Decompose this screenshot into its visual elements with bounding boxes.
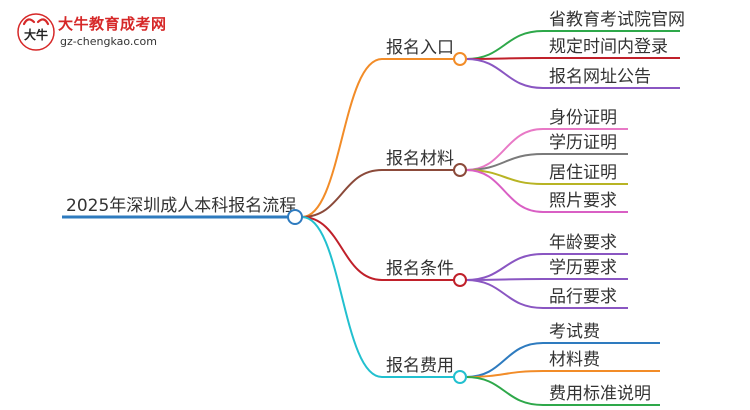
leaf-label-1-3: 报名网址公告 bbox=[549, 67, 651, 87]
branch-node-1[interactable] bbox=[453, 52, 467, 66]
leaf-link-4-3 bbox=[465, 376, 544, 406]
leaf-label-3-3: 品行要求 bbox=[549, 287, 617, 307]
branch-link-4 bbox=[301, 216, 383, 378]
leaf-label-3-1: 年龄要求 bbox=[549, 233, 617, 253]
leaf-label-1-2: 规定时间内登录 bbox=[549, 37, 668, 57]
leaf-label-1-1: 省教育考试院官网 bbox=[549, 10, 685, 30]
leaf-label-2-4: 照片要求 bbox=[549, 191, 617, 211]
branch-link-1 bbox=[301, 58, 383, 218]
svg-text:大牛: 大牛 bbox=[24, 27, 48, 42]
leaf-link-2-4 bbox=[465, 169, 544, 213]
leaf-link-3-3 bbox=[465, 279, 544, 309]
leaf-link-1-3 bbox=[465, 58, 544, 89]
leaf-label-4-3: 费用标准说明 bbox=[549, 384, 651, 404]
leaf-link-3-2 bbox=[465, 278, 544, 281]
leaf-link-4-2 bbox=[465, 370, 544, 378]
branch-label-4: 报名费用 bbox=[386, 356, 454, 376]
leaf-link-1-2 bbox=[465, 57, 544, 60]
branch-link-2 bbox=[301, 169, 383, 218]
logo-title: 大牛教育成考网 bbox=[58, 15, 167, 33]
leaf-label-2-3: 居住证明 bbox=[549, 163, 617, 183]
leaf-label-4-2: 材料费 bbox=[549, 350, 600, 370]
leaf-link-3-1 bbox=[465, 253, 544, 281]
branch-label-3: 报名条件 bbox=[386, 259, 454, 279]
branch-node-4[interactable] bbox=[453, 370, 467, 384]
leaf-link-2-1 bbox=[465, 128, 544, 171]
root-label: 2025年深圳成人本科报名流程 bbox=[66, 196, 296, 216]
mindmap-links bbox=[62, 30, 680, 406]
leaf-label-2-2: 学历证明 bbox=[549, 133, 617, 153]
branch-node-3[interactable] bbox=[453, 273, 467, 287]
leaf-link-1-1 bbox=[465, 30, 544, 60]
branch-label-1: 报名入口 bbox=[386, 38, 454, 58]
leaf-label-3-2: 学历要求 bbox=[549, 258, 617, 278]
mindmap-nodes: 2025年深圳成人本科报名流程 报名入口 省教育考试院官网规定时间内登录报名网址公告… bbox=[66, 10, 685, 404]
branch-label-2: 报名材料 bbox=[386, 149, 454, 169]
root-node[interactable] bbox=[287, 209, 303, 225]
branch-node-2[interactable] bbox=[453, 163, 467, 177]
logo-url: gz-chengkao.com bbox=[60, 35, 157, 48]
branch-link-3 bbox=[301, 216, 383, 281]
leaf-label-2-1: 身份证明 bbox=[549, 108, 617, 128]
site-logo[interactable]: 大牛 大牛教育成考网 gz-chengkao.com bbox=[14, 8, 214, 54]
leaf-label-4-1: 考试费 bbox=[549, 322, 600, 342]
bull-logo-icon: 大牛 bbox=[17, 13, 55, 51]
